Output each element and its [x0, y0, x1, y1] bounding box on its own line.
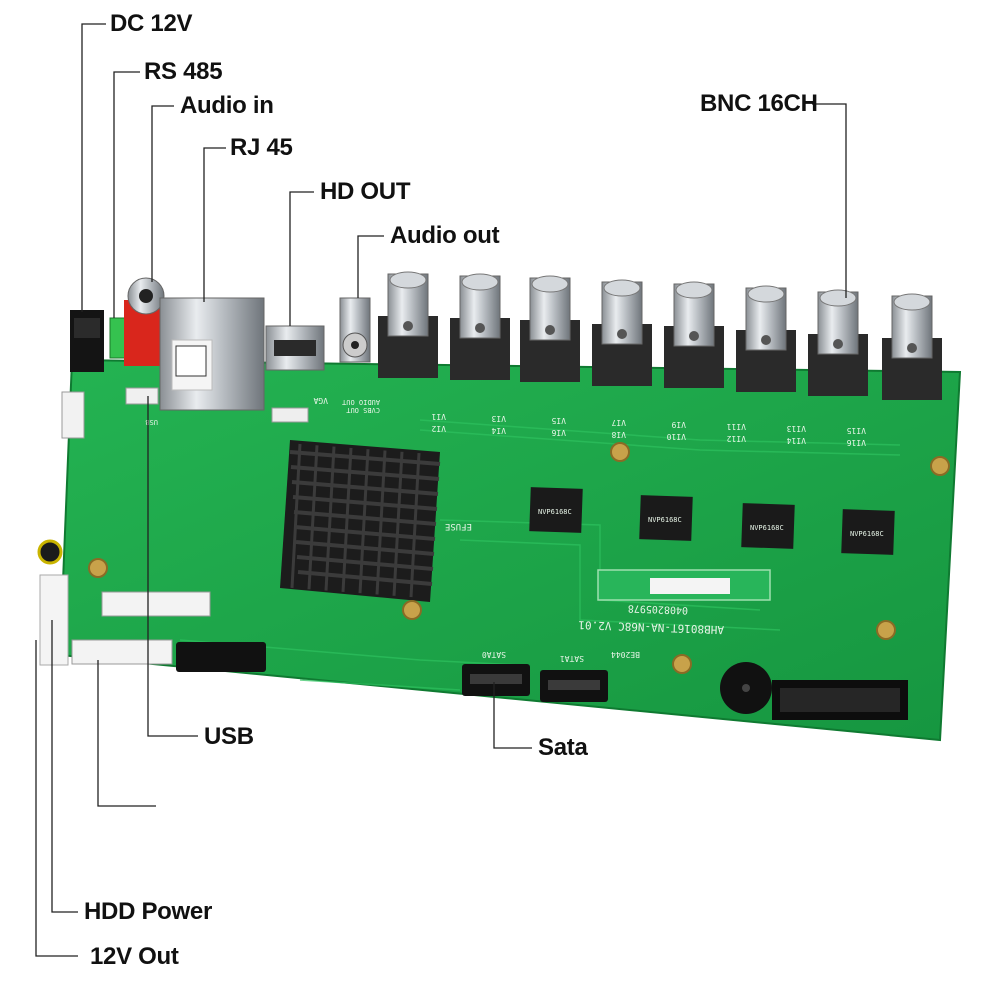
- leader-lines: [35, 23, 847, 957]
- channel-label: VI3: [491, 414, 506, 423]
- svg-text:NVP6168C: NVP6168C: [850, 530, 884, 538]
- mounting-holes: [88, 442, 950, 674]
- bnc-connector: [520, 275, 580, 382]
- bnc-connector: [736, 285, 796, 392]
- bnc-connector: [882, 293, 942, 400]
- channel-label: VI6: [551, 428, 566, 437]
- svg-text:EFUSE: EFUSE: [445, 521, 472, 531]
- decoder-chips: [529, 487, 895, 555]
- bnc-connector: [808, 289, 868, 396]
- pin-header: [772, 680, 908, 720]
- channel-label: VI7: [611, 418, 626, 427]
- svg-text:NVP6168C: NVP6168C: [750, 524, 784, 532]
- channel-label: VI16: [847, 438, 866, 447]
- hdd-power-connector: [176, 642, 266, 672]
- audio-out-rca: [339, 297, 371, 363]
- bnc-connector: [664, 281, 724, 388]
- label-hd-out: HD OUT: [320, 178, 411, 205]
- label-12v-out: 12V Out: [90, 943, 179, 970]
- channel-label: VI8: [611, 430, 626, 439]
- label-dc-12v: DC 12V: [110, 10, 193, 37]
- label-sata: Sata: [538, 734, 588, 761]
- hdmi-port: [265, 325, 325, 371]
- channel-label: VI15: [847, 426, 866, 435]
- heatsink: [280, 440, 441, 602]
- svg-text:CVBS OUT: CVBS OUT: [345, 406, 380, 414]
- dc-jack: [70, 310, 104, 372]
- svg-text:VGA: VGA: [313, 396, 328, 405]
- svg-text:BE2044: BE2044: [611, 650, 640, 659]
- channel-label: VI14: [787, 436, 806, 445]
- svg-text:USB: USB: [145, 418, 158, 426]
- bnc-connector: [450, 273, 510, 380]
- channel-label: VI5: [551, 416, 566, 425]
- label-rj45: RJ 45: [230, 134, 293, 161]
- small-connectors: [71, 387, 309, 665]
- channel-label: VI12: [727, 434, 746, 443]
- svg-text:SATA1: SATA1: [560, 654, 584, 663]
- channel-label: VI10: [667, 432, 686, 441]
- rj45-port: [159, 297, 265, 411]
- channel-label: VI13: [787, 424, 806, 433]
- svg-text:SATA0: SATA0: [482, 650, 506, 659]
- label-rs485: RS 485: [144, 58, 223, 85]
- channel-label: VI2: [431, 424, 446, 433]
- sata-connectors: [462, 664, 608, 702]
- left-edge-connectors: [37, 391, 85, 666]
- channel-label: VI11: [727, 422, 746, 431]
- channel-label: VI9: [671, 420, 686, 429]
- board-silkscreen: AHB8016T-NA-N68C V2.01 0408205978 EFUSE …: [145, 396, 724, 663]
- label-bnc-16ch: BNC 16CH: [700, 90, 818, 117]
- label-audio-out: Audio out: [390, 222, 500, 249]
- label-audio-in: Audio in: [180, 92, 274, 119]
- channel-label: VI1: [431, 412, 446, 421]
- svg-text:0408205978: 0408205978: [628, 602, 689, 615]
- bnc-connectors: [378, 271, 942, 400]
- svg-text:AUDIO OUT: AUDIO OUT: [341, 398, 380, 406]
- bnc-connector: [592, 279, 652, 386]
- svg-text:NVP6168C: NVP6168C: [538, 508, 572, 516]
- svg-text:NVP6168C: NVP6168C: [648, 516, 682, 524]
- label-usb: USB: [204, 723, 254, 750]
- svg-text:AHB8016T-NA-N68C V2.01: AHB8016T-NA-N68C V2.01: [578, 618, 724, 636]
- bnc-connector: [378, 271, 438, 378]
- label-hdd-power: HDD Power: [84, 898, 212, 925]
- chip-labels: NVP6168C NVP6168C NVP6168C NVP6168C: [538, 508, 884, 538]
- channel-label: VI4: [491, 426, 506, 435]
- pcb-board: [58, 358, 962, 742]
